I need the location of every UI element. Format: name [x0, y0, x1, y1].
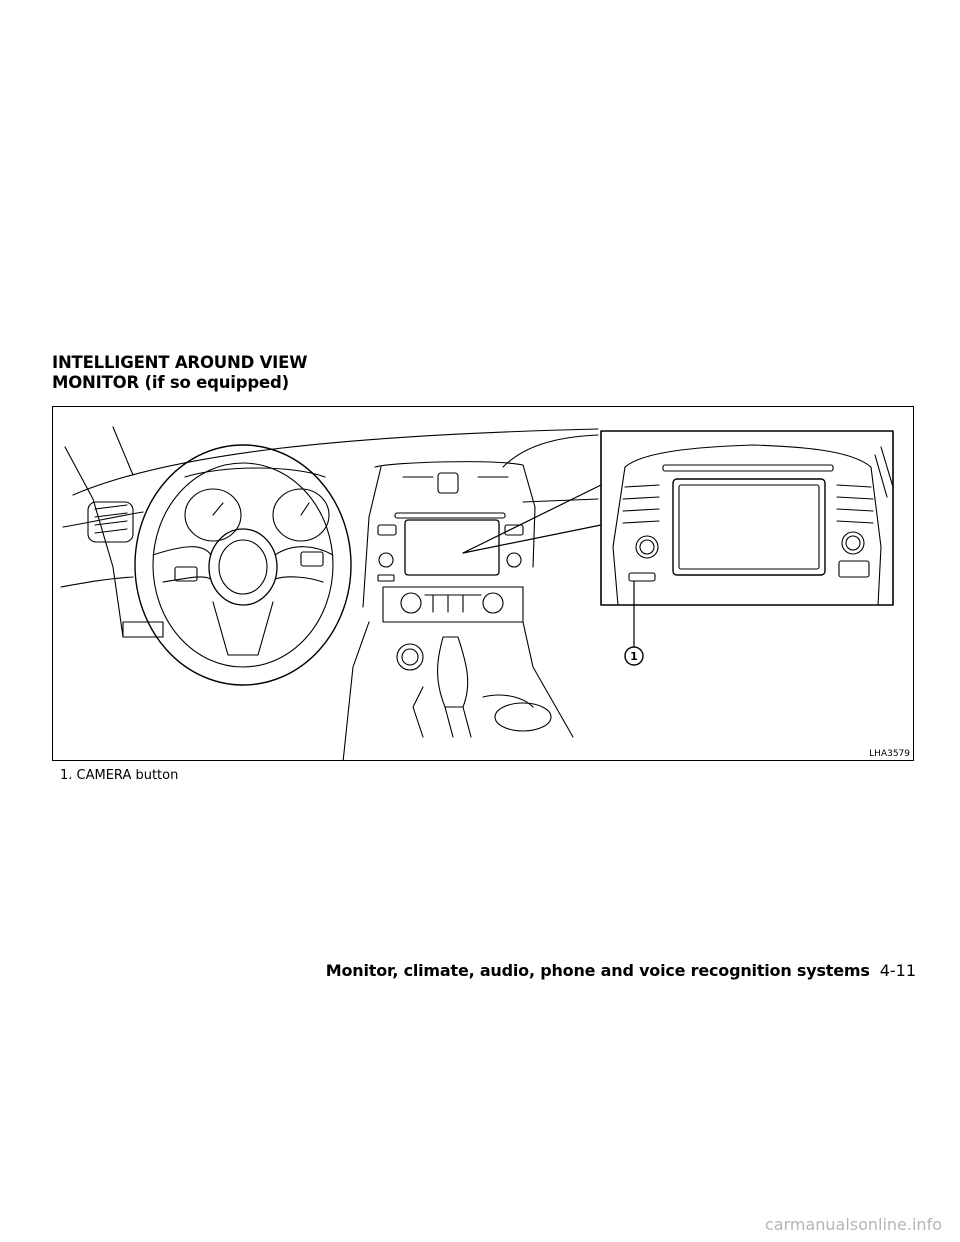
center-stack [362, 461, 536, 623]
callout-number: 1 [630, 650, 638, 663]
chapter-title: Monitor, climate, audio, phone and voice… [325, 961, 870, 980]
dashboard-top-line [72, 428, 599, 496]
camera-button [628, 572, 656, 582]
left-air-vent [87, 501, 134, 543]
leader-line [462, 484, 602, 554]
steering-wheel [134, 444, 352, 686]
section-title: INTELLIGENT AROUND VIEW MONITOR (if so e… [52, 353, 307, 393]
section-title-line-1: INTELLIGENT AROUND VIEW [52, 353, 308, 372]
dashboard-illustration: 1 LHA3579 [52, 406, 914, 761]
page-footer: Monitor, climate, audio, phone and voice… [326, 961, 916, 980]
page-number: 4-11 [879, 961, 916, 980]
inset-detail [600, 430, 894, 606]
figure-code: LHA3579 [869, 749, 910, 759]
watermark: carmanualsonline.info [764, 1215, 942, 1234]
instrument-cluster [184, 467, 330, 542]
section-title-line-2: MONITOR (if so equipped) [52, 373, 289, 392]
callout-circle [624, 646, 644, 666]
center-console [342, 621, 574, 760]
figure-caption: 1. CAMERA button [60, 768, 179, 783]
